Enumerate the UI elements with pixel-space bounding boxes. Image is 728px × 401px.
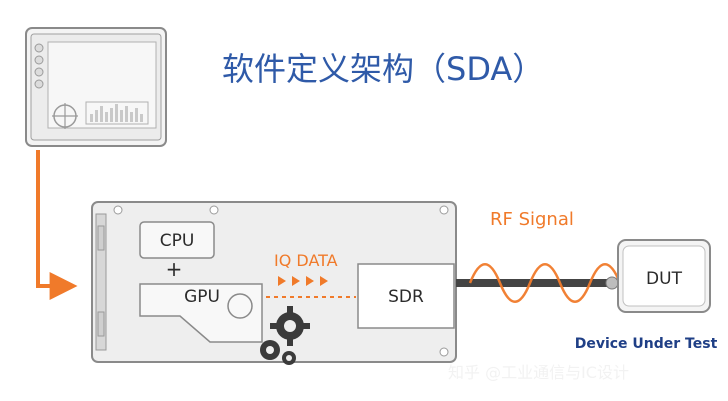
plus-sign: + <box>166 257 183 281</box>
watermark-text: 知乎 @工业通信与IC设计 <box>448 363 629 382</box>
rf-signal-label: RF Signal <box>490 209 574 230</box>
control-arrow <box>36 150 78 300</box>
gear-icon <box>260 306 310 365</box>
iq-data-label: IQ DATA <box>274 251 338 270</box>
gpu-label: GPU <box>184 287 220 307</box>
dut-label: DUT <box>646 269 683 289</box>
bar-meter-icon <box>85 101 149 125</box>
cpu-label: CPU <box>160 231 195 251</box>
diagram-title: 软件定义架构（SDA） <box>222 50 544 88</box>
device-under-test-caption: Device Under Test <box>575 336 718 352</box>
sdr-box: SDR <box>357 263 455 329</box>
iq-data-arrows <box>278 276 328 286</box>
rf-cable <box>456 263 622 303</box>
computer-monitor <box>25 27 167 147</box>
dut-box: DUT <box>617 239 711 313</box>
sdr-label: SDR <box>388 287 424 307</box>
gpu-card: GPU <box>139 283 263 343</box>
crosshair-icon <box>52 103 78 129</box>
cpu-box: CPU <box>139 221 215 259</box>
